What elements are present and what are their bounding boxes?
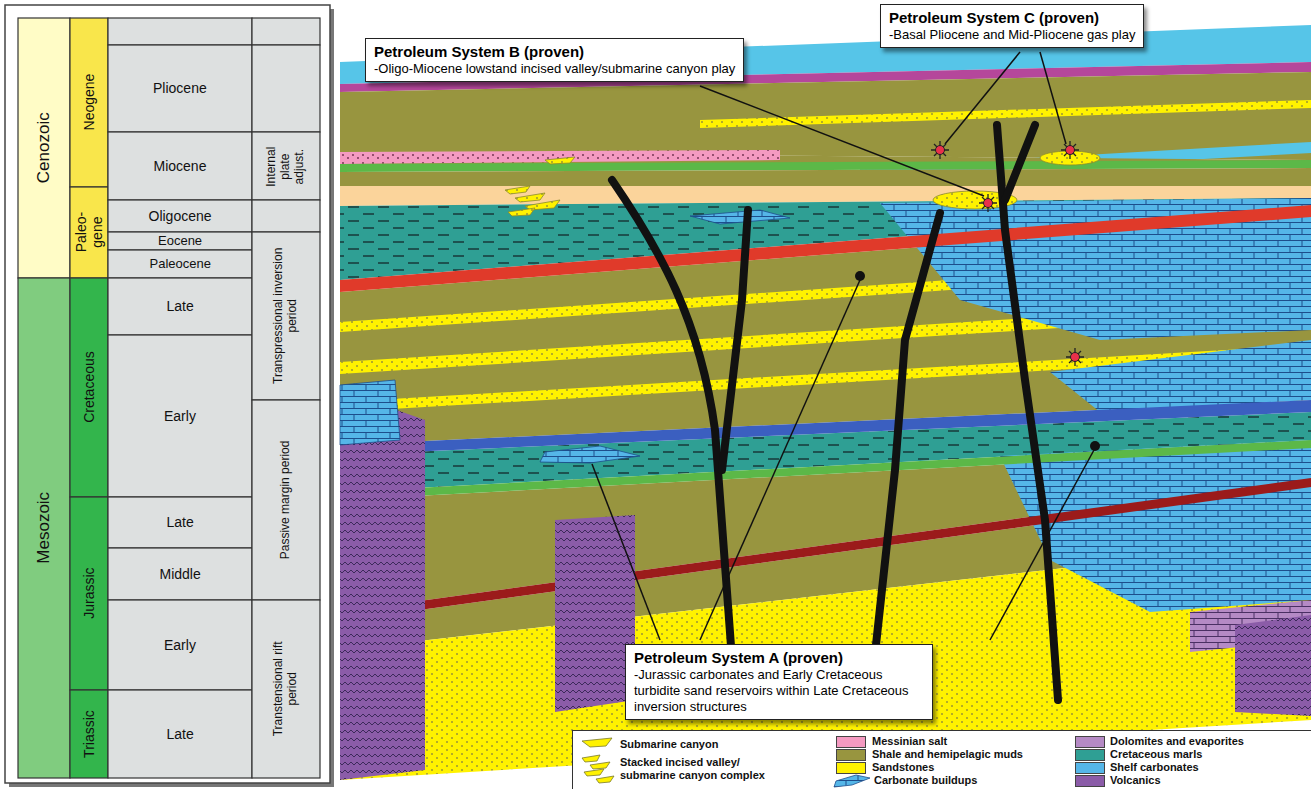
epoch-label: Late <box>167 298 194 314</box>
epoch-label: Eocene <box>158 234 202 249</box>
period-label: Cenozoic <box>34 38 54 258</box>
period-label: Triassic <box>81 694 97 774</box>
epoch-label: Middle <box>160 566 201 582</box>
callout-heading: Petroleum System C (proven) <box>889 9 1135 27</box>
legend-text: Cretaceous marls <box>1110 748 1202 761</box>
legend-frame <box>573 731 1311 789</box>
epoch-label: Late <box>167 514 194 530</box>
legend-swatch <box>836 749 866 761</box>
legend-swatch <box>1075 775 1105 787</box>
legend-swatch <box>1075 749 1105 761</box>
legend-text: Shelf carbonates <box>1110 761 1199 774</box>
legend-text: Messinian salt <box>872 735 947 748</box>
callout-box: Petroleum System B (proven)-Oligo-Miocen… <box>365 38 744 82</box>
period-label: Internal plate adjust. <box>265 135 306 197</box>
leader-lines <box>592 52 1094 640</box>
period-label: Mesozoic <box>34 368 54 688</box>
faults <box>612 125 1058 700</box>
legend-swatch <box>1075 762 1105 774</box>
legend-text: Stacked incised valley/ submarine canyon… <box>620 756 795 782</box>
legend-text: Carbonate buildups <box>874 774 977 787</box>
legend-swatch <box>836 762 866 774</box>
callout-text: -Jurassic carbonates and Early Cretaceou… <box>634 667 924 715</box>
markers <box>855 141 1100 451</box>
epoch-label: Paleocene <box>150 257 211 272</box>
epoch-label: Miocene <box>154 158 207 174</box>
legend-text: Volcanics <box>1110 774 1161 787</box>
period-label: Cretaceous <box>81 287 97 487</box>
legend-text: Sandstones <box>872 761 934 774</box>
period-label: Neogene <box>81 22 97 182</box>
legend-text: Dolomites and evaporites <box>1110 735 1244 748</box>
strat-column <box>5 5 334 787</box>
period-label: Transpressional inversion period <box>272 241 300 391</box>
callout-text: -Basal Pliocene and Mid-Pliocene gas pla… <box>889 27 1135 43</box>
legend-text: Shale and hemipelagic muds <box>872 748 1023 761</box>
legend-swatch <box>836 736 866 748</box>
period-label: Passive margin period <box>279 405 293 595</box>
callout-box: Petroleum System A (proven)-Jurassic car… <box>625 644 933 720</box>
epoch-label: Late <box>167 726 194 742</box>
strata <box>340 25 1311 780</box>
period-label: Jurassic <box>81 503 97 683</box>
epoch-label: Oligocene <box>149 208 212 224</box>
epoch-label: Pliocene <box>153 80 207 96</box>
epoch-label: Early <box>164 408 196 424</box>
callout-text: -Oligo-Miocene lowstand incised valley/s… <box>374 61 735 77</box>
epoch-label: Early <box>164 637 196 653</box>
period-label: Transtensional rift period <box>272 629 300 749</box>
legend-swatch <box>1075 736 1105 748</box>
callout-box: Petroleum System C (proven)-Basal Plioce… <box>880 4 1144 48</box>
period-label: Paleo- gene <box>73 207 105 257</box>
legend-text: Submarine canyon <box>620 738 718 751</box>
callout-heading: Petroleum System B (proven) <box>374 43 735 61</box>
callout-heading: Petroleum System A (proven) <box>634 649 924 667</box>
